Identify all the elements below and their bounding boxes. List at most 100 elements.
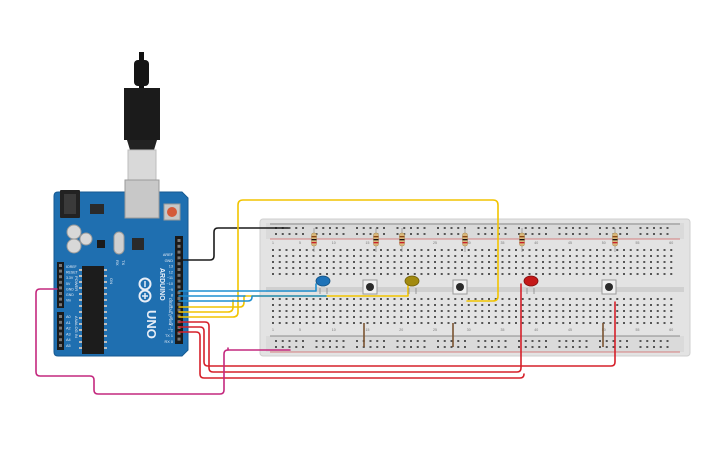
- breadboard-hole: [467, 304, 470, 306]
- wire-red-1[interactable]: [178, 283, 522, 373]
- breadboard-hole: [596, 310, 598, 312]
- resistor[interactable]: [399, 228, 405, 252]
- led-red[interactable]: [523, 275, 539, 294]
- breadboard-hole: [434, 255, 436, 257]
- breadboard-hole: [605, 233, 608, 235]
- breadboard-hole: [508, 267, 511, 269]
- breadboard-hole: [582, 304, 585, 306]
- breadboard-hole: [353, 304, 355, 306]
- breadboard-hole: [447, 273, 450, 275]
- breadboard-hole: [596, 273, 598, 275]
- breadboard-hole: [653, 227, 655, 229]
- breadboard-hole: [623, 322, 625, 324]
- breadboard-hole: [461, 249, 463, 251]
- wire-5v-yellow[interactable]: [178, 199, 499, 318]
- breadboard-hole: [548, 316, 551, 318]
- breadboard-hole: [562, 304, 565, 306]
- breadboard-hole: [629, 267, 632, 269]
- breadboard-hole: [386, 249, 389, 251]
- breadboard-hole: [578, 346, 581, 348]
- breadboard-hole: [346, 304, 349, 306]
- breadboard-hole: [326, 298, 328, 300]
- reset-button-cap[interactable]: [167, 207, 177, 217]
- breadboard-hole: [353, 261, 355, 263]
- breadboard-hole: [609, 255, 612, 257]
- analog-pin-label: A4: [66, 338, 71, 342]
- breadboard-hole: [491, 227, 493, 229]
- push-button-3[interactable]: [601, 279, 617, 295]
- breadboard-hole: [410, 233, 412, 235]
- breadboard-hole: [420, 322, 423, 324]
- breadboard-hole: [477, 346, 480, 348]
- breadboard-hole: [440, 304, 443, 306]
- breadboard-hole: [292, 267, 295, 269]
- wire-red-2[interactable]: [178, 301, 616, 367]
- led-blue[interactable]: [315, 275, 331, 294]
- breadboard-hole: [366, 273, 369, 275]
- resistor[interactable]: [462, 228, 468, 252]
- wire-blue-1[interactable]: [178, 283, 317, 292]
- breadboard-hole: [346, 316, 349, 318]
- breadboard-hole: [461, 255, 463, 257]
- breadboard-hole: [474, 322, 477, 324]
- breadboard-hole: [416, 227, 419, 229]
- push-button-2[interactable]: [452, 279, 468, 295]
- breadboard-hole: [335, 346, 338, 348]
- breadboard-hole: [332, 255, 335, 257]
- breadboard-hole: [562, 267, 565, 269]
- power-pin-label: GND: [66, 287, 74, 291]
- breadboard-hole: [643, 316, 646, 318]
- breadboard-hole: [653, 340, 655, 342]
- wire-magenta[interactable]: [35, 288, 291, 395]
- breadboard-hole: [427, 255, 430, 257]
- breadboard-hole: [366, 261, 369, 263]
- breadboard-hole: [612, 346, 615, 348]
- wire-yellow-led[interactable]: [178, 283, 409, 308]
- breadboard-hole: [569, 310, 571, 312]
- wire-red-3[interactable]: [178, 331, 525, 379]
- breadboard-hole: [521, 310, 524, 312]
- breadboard-hole: [407, 316, 409, 318]
- breadboard-hole: [488, 310, 490, 312]
- breadboard-hole: [322, 340, 325, 342]
- breadboard-hole: [467, 267, 470, 269]
- breadboard-hole: [494, 310, 497, 312]
- resistor[interactable]: [519, 228, 525, 252]
- breadboard-hole: [332, 304, 335, 306]
- breadboard-hole: [386, 261, 389, 263]
- breadboard-hole: [636, 316, 639, 318]
- breadboard-hole: [434, 322, 436, 324]
- led-yellow[interactable]: [404, 275, 420, 294]
- wire-blue-3[interactable]: [178, 295, 327, 302]
- digital-pin-label: 12: [169, 270, 173, 274]
- resistor[interactable]: [373, 228, 379, 252]
- breadboard-hole: [562, 310, 565, 312]
- breadboard-hole: [589, 267, 592, 269]
- breadboard-hole: [386, 298, 389, 300]
- breadboard-hole: [515, 249, 517, 251]
- resistor[interactable]: [612, 228, 618, 252]
- breadboard-hole: [393, 322, 396, 324]
- breadboard-hole: [646, 227, 649, 229]
- breadboard-hole: [609, 298, 612, 300]
- breadboard-hole: [450, 227, 453, 229]
- breadboard-hole: [542, 316, 544, 318]
- breadboard-hole: [596, 316, 598, 318]
- wire-gnd-black[interactable]: [178, 227, 289, 261]
- breadboard-hole: [383, 233, 385, 235]
- breadboard-hole: [278, 249, 281, 251]
- resistor[interactable]: [311, 228, 317, 252]
- breadboard-hole: [518, 227, 520, 229]
- breadboard-hole: [275, 346, 277, 348]
- breadboard-hole: [437, 233, 439, 235]
- breadboard-column-number: 35: [501, 328, 505, 332]
- breadboard-hole: [650, 273, 652, 275]
- breadboard-hole: [531, 227, 534, 229]
- digital-pin-label: AREF: [163, 253, 174, 257]
- breadboard-hole: [474, 310, 477, 312]
- breadboard-hole: [515, 261, 517, 263]
- breadboard-hole: [380, 322, 382, 324]
- breadboard-hole: [474, 249, 477, 251]
- push-button-1[interactable]: [362, 279, 378, 295]
